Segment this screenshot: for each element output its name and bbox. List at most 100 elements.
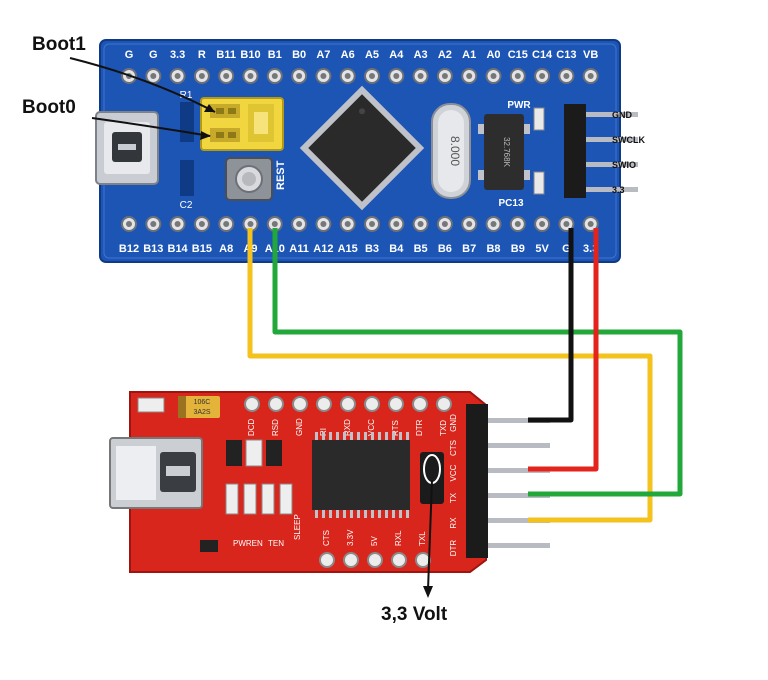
pin-label: 3.3 [170,49,185,61]
pin-label: TX [449,492,458,503]
boot1-callout: Boot1 [32,34,86,55]
pin-label: 5V [370,536,379,546]
sleep-label: SLEEP [293,514,302,540]
swd-header [564,104,638,198]
pin-label: SWCLK [612,135,645,145]
pin-label: DTR [415,419,424,436]
cap-top-label: 106C [194,399,211,406]
wire-a9-rx [247,228,653,523]
pin-label: B10 [240,49,260,61]
pin-label: GND [449,414,458,432]
pin-label: RX [449,517,458,529]
ftdi-pin-header [466,404,550,558]
c2-label: C2 [180,200,193,211]
pin-label: C14 [532,49,553,61]
reset-label: REST [275,160,287,190]
crystal-32k [478,114,530,190]
ftdi-top-pads [244,396,452,412]
pin-label: DTR [449,540,458,557]
pin-label: VCC [449,464,458,481]
ftdi-top-pad [244,396,260,412]
ftdi-top-labels: DCDRSDGNDRIRXDVCCRTSDTRTXD [247,418,448,436]
pwr-led [533,107,545,131]
crystal-small-label: 32.768K [502,137,511,167]
reset-button [225,157,273,201]
pin-label: 3.3 [612,185,625,195]
pin-label: B7 [462,243,476,255]
c2-component [180,160,194,196]
header-pin [488,518,550,523]
pin-label: B1 [268,49,282,61]
ftdi-bottom-pad [319,552,335,568]
wires [247,228,683,523]
header-pin [488,418,550,423]
header-pin [488,443,550,448]
pin-label: G [149,49,158,61]
micro-usb-connector [95,111,159,185]
r1-component [180,102,194,142]
pin-label: G [562,243,571,255]
pin-label: RTS [391,420,400,436]
pin-label: A4 [389,49,404,61]
ftdi-top-pad [316,396,332,412]
pin-label: B6 [438,243,452,255]
pin-label: R [198,49,206,61]
ftdi-top-pad [268,396,284,412]
pin-label: A12 [313,243,333,255]
pin-label: B9 [511,243,525,255]
callout-arrows [69,57,433,598]
pin-label: G [125,49,134,61]
pin-label: A15 [338,243,358,255]
pin-label: B4 [389,243,404,255]
pin-label: B5 [414,243,428,255]
ftdi-top-pad [388,396,404,412]
crystal-label: 8.000 [448,136,462,166]
pin-label: A0 [486,49,500,61]
pin-label: B8 [486,243,500,255]
ftdi-bottom-pad [343,552,359,568]
pin-label: B13 [143,243,163,255]
pin-label: VCC [367,419,376,436]
pc13-led [533,171,545,195]
pin-label: A5 [365,49,379,61]
pin-label: 5V [535,243,549,255]
ftdi-top-pad [364,396,380,412]
smd-parts [200,439,293,552]
ftdi-board: DCDRSDGNDRIRXDVCCRTSDTRTXD CTS3.3V5VRXLT… [109,391,550,573]
pin-label: VB [583,49,598,61]
ftdi-top-pad [292,396,308,412]
pin-label: A2 [438,49,452,61]
cap-code-label: 3A2S [193,409,210,416]
wire-gnd [528,228,574,423]
pin-label: C13 [556,49,576,61]
pin-label: B3 [365,243,379,255]
pin-label: B0 [292,49,306,61]
pin-label: RSD [271,419,280,436]
wire-a10-tx [272,228,683,497]
pin-label: B11 [216,49,236,61]
pin-label: RXD [343,419,352,436]
header-pin [488,543,550,548]
ftdi-bottom-pad [391,552,407,568]
pc13-label: PC13 [498,198,523,209]
pin-label: C15 [508,49,528,61]
pin-label: GND [295,418,304,436]
bottom-header-pads [121,216,599,232]
header-pin [488,468,550,473]
ftdi-chip [312,432,410,518]
top-header-pads [121,68,599,84]
ten-label: TEN [268,539,284,548]
pin-label: GND [612,110,633,120]
pin-label: SWIO [612,160,636,170]
pin-label: DCD [247,418,256,436]
pwren-label: PWREN [233,539,263,548]
smd-component [137,397,165,413]
swd-labels: GND SWCLK SWIO 3.3 [612,110,645,195]
ftdi-top-pad [412,396,428,412]
